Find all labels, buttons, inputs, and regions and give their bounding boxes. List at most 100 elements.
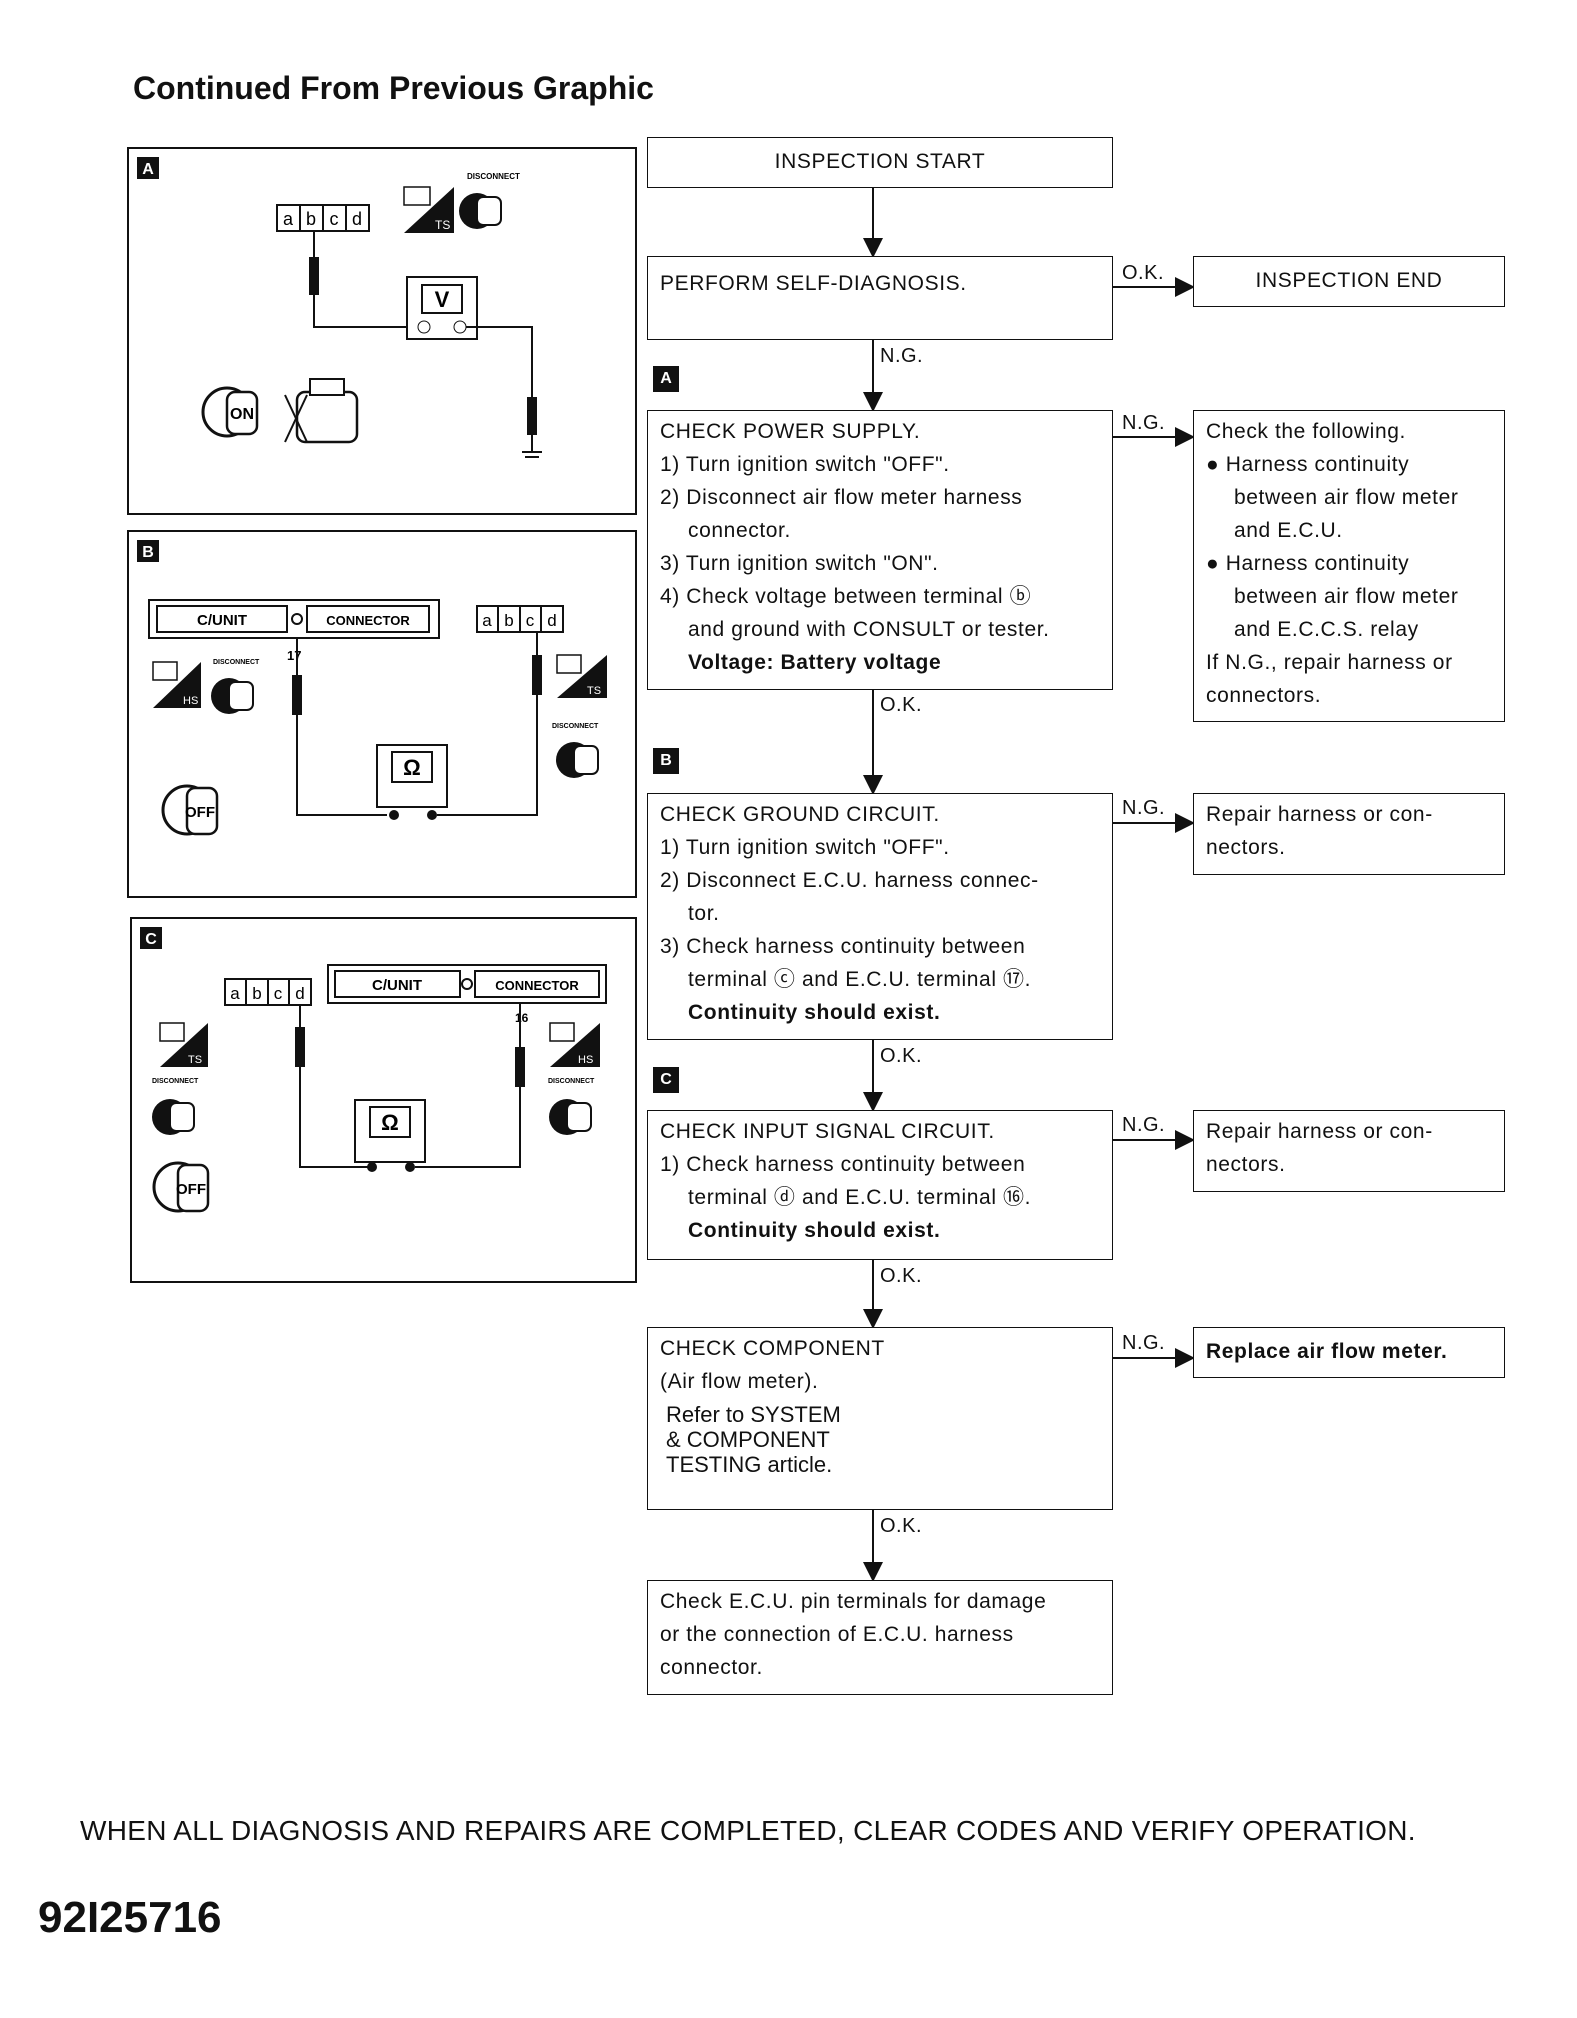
component-sub: (Air flow meter). [660, 1370, 819, 1393]
svg-text:OFF: OFF [185, 804, 215, 821]
engine-icon [284, 378, 359, 444]
svg-text:d: d [547, 611, 556, 630]
text-line: Continuity should exist. [688, 1219, 941, 1242]
svg-text:TS: TS [587, 685, 601, 697]
label-ng: N.G. [1122, 797, 1166, 819]
footer-note: WHEN ALL DIAGNOSIS AND REPAIRS ARE COMPL… [80, 1815, 1416, 1846]
text-line: If N.G., repair harness or [1206, 651, 1453, 674]
label-ok: O.K. [880, 694, 923, 716]
label-ng: N.G. [1122, 1332, 1166, 1354]
text-line: and E.C.U. [1234, 519, 1343, 542]
svg-text:c: c [330, 209, 339, 229]
ground-ng-box: Repair harness or con- nectors. [1193, 793, 1505, 875]
text-line: Continuity should exist. [688, 1001, 941, 1024]
text-line: ● Harness continuity [1206, 552, 1410, 575]
svg-text:C/UNIT: C/UNIT [197, 612, 247, 629]
component-title: CHECK COMPONENT [660, 1337, 885, 1360]
svg-text:17: 17 [287, 648, 301, 663]
svg-text:b: b [504, 611, 513, 630]
check-input-signal-box: CHECK INPUT SIGNAL CIRCUIT. 1) Check har… [647, 1110, 1113, 1260]
final-line-3: connector. [660, 1656, 763, 1679]
ground-ng-line-2: nectors. [1206, 836, 1286, 859]
text-line: connectors. [1206, 684, 1322, 707]
ohmmeter-icon: Ω [376, 744, 448, 820]
text-line: 1) Turn ignition switch "OFF". [660, 453, 950, 476]
svg-text:ON: ON [230, 406, 254, 423]
power-ng-box: Check the following.● Harness continuity… [1193, 410, 1505, 722]
label-ok: O.K. [880, 1515, 923, 1537]
svg-text:c: c [274, 984, 283, 1003]
connector-icon: a b c d [224, 978, 312, 1006]
hs-disconnect-icon: HS DISCONNECT [548, 1022, 600, 1135]
svg-text:b: b [306, 209, 316, 229]
text-line: Voltage: Battery voltage [688, 651, 942, 674]
svg-text:Ω: Ω [403, 755, 421, 780]
text-line: 3) Check harness continuity between [660, 935, 1026, 958]
power-ng-lines: Check the following.● Harness continuity… [1206, 415, 1492, 712]
page-header: Continued From Previous Graphic [133, 70, 654, 106]
input-ng-line-1: Repair harness or con- [1206, 1120, 1433, 1143]
label-ok: O.K. [1122, 262, 1165, 284]
label-ok: O.K. [880, 1045, 923, 1067]
svg-text:HS: HS [578, 1054, 593, 1066]
panel-a-illustration: A a b c d TS DISCONNECT V ON [127, 147, 637, 515]
ground-lines: 1) Turn ignition switch "OFF".2) Disconn… [660, 831, 1100, 1029]
refer-line-1: Refer to SYSTEM [666, 1402, 841, 1427]
inspection-start-text: INSPECTION START [774, 150, 986, 173]
svg-text:TS: TS [188, 1054, 202, 1066]
power-title: CHECK POWER SUPPLY. [660, 420, 921, 443]
label-ok: O.K. [880, 1265, 923, 1287]
voltmeter-icon: V [406, 276, 478, 340]
svg-text:C/UNIT: C/UNIT [372, 977, 422, 994]
ignition-key-icon: OFF [161, 784, 219, 836]
connector-icon: a b c d [476, 605, 564, 633]
refer-line-3: TESTING article. [666, 1452, 833, 1477]
cunit-connector-icon: C/UNIT CONNECTOR [327, 964, 607, 1004]
document-id: 92I25716 [38, 1893, 222, 1942]
panel-b-illustration: B C/UNIT CONNECTOR 17 a b c d HS DISCONN… [127, 530, 637, 898]
ground-title: CHECK GROUND CIRCUIT. [660, 803, 940, 826]
svg-text:DISCONNECT: DISCONNECT [552, 723, 599, 730]
inspection-end-box: INSPECTION END [1193, 256, 1505, 307]
component-ng-box: Replace air flow meter. [1193, 1327, 1505, 1378]
text-line: terminal ⓓ and E.C.U. terminal ⑯. [688, 1186, 1032, 1209]
final-line-2: or the connection of E.C.U. harness [660, 1623, 1014, 1646]
svg-text:DISCONNECT: DISCONNECT [467, 172, 520, 181]
text-line: and ground with CONSULT or tester. [688, 618, 1050, 641]
text-line: terminal ⓒ and E.C.U. terminal ⑰. [688, 968, 1032, 991]
panel-b-letter: B [142, 544, 154, 561]
svg-text:a: a [283, 209, 294, 229]
step-marker-a: A [653, 366, 679, 392]
ignition-key-icon: ON [201, 386, 259, 438]
svg-text:DISCONNECT: DISCONNECT [152, 1078, 199, 1085]
svg-text:OFF: OFF [176, 1181, 206, 1198]
panel-c-letter: C [145, 931, 157, 948]
text-line: 4) Check voltage between terminal ⓑ [660, 585, 1032, 608]
check-component-box: CHECK COMPONENT (Air flow meter). Refer … [647, 1327, 1113, 1510]
refer-line-2: & COMPONENT [666, 1427, 830, 1452]
cunit-connector-icon: C/UNIT CONNECTOR [148, 599, 440, 639]
step-marker-b: B [653, 748, 679, 774]
ignition-key-icon: OFF [152, 1161, 210, 1213]
svg-text:16: 16 [515, 1011, 529, 1025]
step-marker-c: C [653, 1067, 679, 1093]
text-line: and E.C.C.S. relay [1234, 618, 1419, 641]
svg-text:Ω: Ω [381, 1110, 399, 1135]
label-ng: N.G. [1122, 412, 1166, 434]
input-title: CHECK INPUT SIGNAL CIRCUIT. [660, 1120, 995, 1143]
svg-text:DISCONNECT: DISCONNECT [213, 659, 260, 666]
final-line-1: Check E.C.U. pin terminals for damage [660, 1590, 1047, 1613]
power-lines: 1) Turn ignition switch "OFF".2) Disconn… [660, 448, 1100, 679]
input-ng-line-2: nectors. [1206, 1153, 1286, 1176]
text-line: tor. [688, 902, 720, 925]
check-ground-circuit-box: CHECK GROUND CIRCUIT. 1) Turn ignition s… [647, 793, 1113, 1040]
input-ng-box: Repair harness or con- nectors. [1193, 1110, 1505, 1192]
inspection-end-text: INSPECTION END [1255, 269, 1443, 292]
connector-icon: a b c d [276, 204, 370, 232]
svg-text:CONNECTOR: CONNECTOR [495, 978, 579, 993]
component-refer: Refer to SYSTEM & COMPONENT TESTING arti… [660, 1402, 1100, 1477]
hs-disconnect-icon: HS DISCONNECT [152, 659, 260, 714]
text-line: 3) Turn ignition switch "ON". [660, 552, 939, 575]
